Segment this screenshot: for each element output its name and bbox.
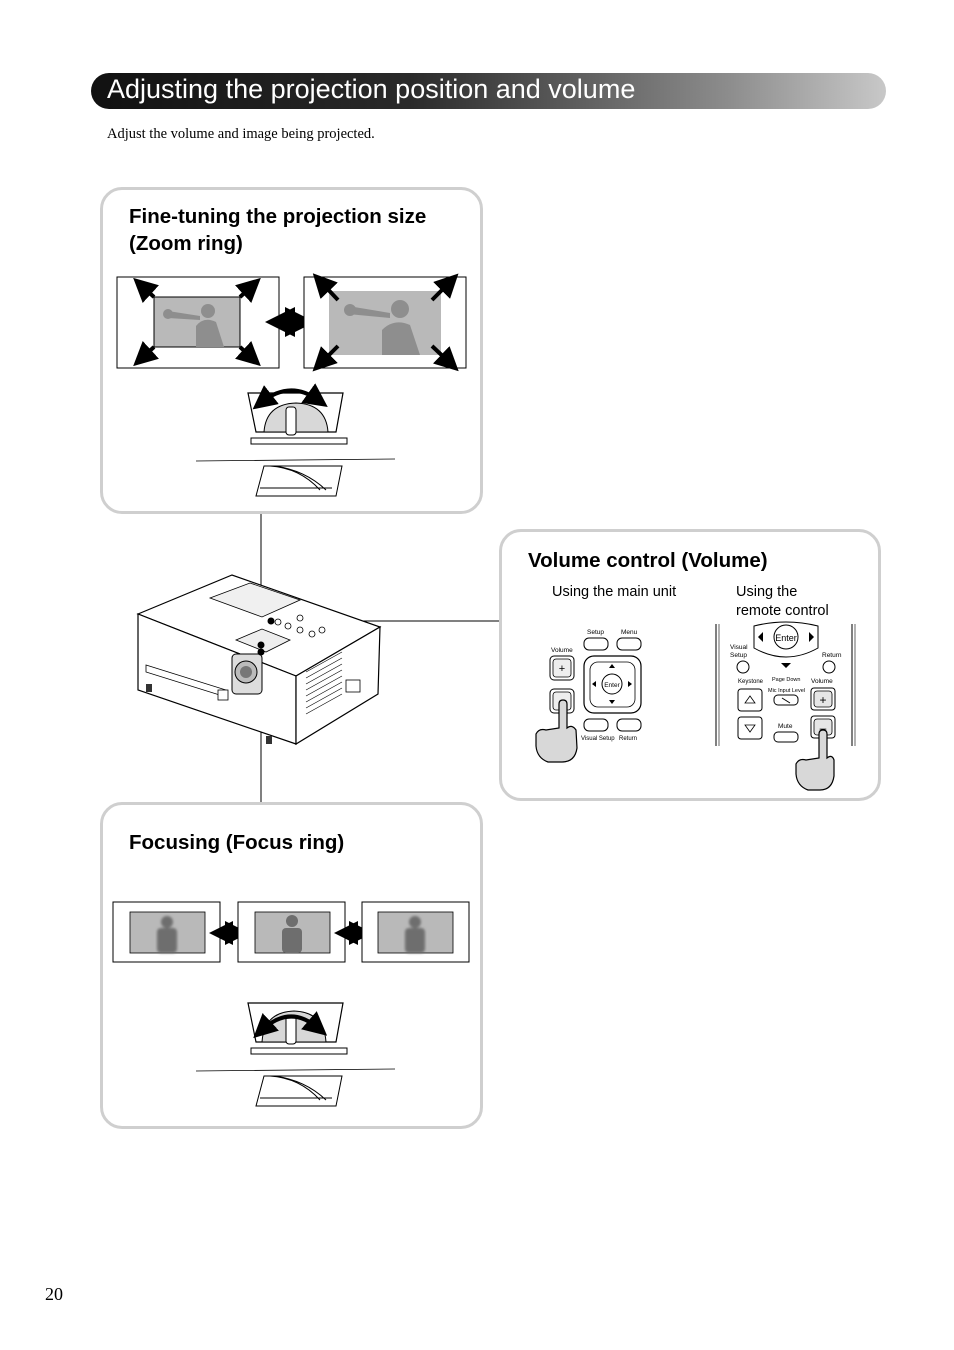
remote-visual-label: Visual [730,644,748,651]
enter-button[interactable] [601,673,623,695]
visual-setup-button[interactable] [583,718,609,732]
return-button[interactable] [616,718,642,732]
intro-text: Adjust the volume and image being projec… [107,126,375,142]
remote-mute-label: Mute [778,723,793,730]
remote-setup-label: Setup [730,652,747,659]
remote-visual-setup-button[interactable] [736,660,750,674]
menu-label: Menu [621,629,638,636]
remote-keystone-down-button[interactable] [737,716,763,740]
setup-label: Setup [587,629,604,636]
zoom-panel-title: Fine-tuning the projection size (Zoom ri… [129,205,427,255]
blurred-image-frame-left [112,901,221,963]
focus-panel-title: Focusing (Focus ring) [129,831,345,854]
large-image-frame [303,273,467,372]
section-title-bar: Adjusting the projection position and vo… [91,73,886,109]
blurred-image-frame-right [361,901,470,963]
pointing-hand-icon [535,699,578,763]
remote-mute-button[interactable] [773,731,799,743]
remote-page-down-label: Page Down [772,677,800,683]
volume-label: Volume [551,647,573,654]
remote-keystone-label: Keystone [738,679,764,685]
remote-control-label: Using the remote control [736,584,829,619]
menu-button[interactable] [616,637,642,651]
main-unit-label: Using the main unit [552,584,677,600]
small-image-frame [116,276,280,369]
focus-ring-panel: Focusing (Focus ring) [100,802,483,1129]
volume-panel-title: Volume control (Volume) [528,549,768,572]
sharp-image-frame-center [237,901,346,963]
svg-text:+: + [819,693,826,707]
remote-return-button[interactable] [822,660,836,674]
remote-volume-label: Volume [811,678,833,685]
focus-ring-lens [195,1002,396,1107]
remote-return-label: Return [822,652,842,659]
remote-mic-input-level-label: Mic Input Level [768,688,805,694]
volume-plus-button[interactable] [552,658,572,678]
page-number: 20 [45,1284,63,1304]
remote-volume-plus-button[interactable] [813,690,833,708]
trumpet-player-silhouette [163,304,224,347]
return-label: Return [619,736,637,742]
section-title: Adjusting the projection position and vo… [107,74,636,104]
remote-keystone-up-button[interactable] [737,688,763,712]
visual-setup-label: Visual Setup [581,736,615,742]
svg-text:Enter: Enter [604,682,620,689]
svg-text:+: + [559,663,565,675]
setup-button[interactable] [583,637,609,651]
remote-enter-button[interactable] [773,624,799,650]
zoom-ring-lens [195,383,396,497]
svg-text:Enter: Enter [775,633,797,643]
remote-pointing-hand-icon [795,729,835,791]
svg-text:–: – [820,721,827,735]
